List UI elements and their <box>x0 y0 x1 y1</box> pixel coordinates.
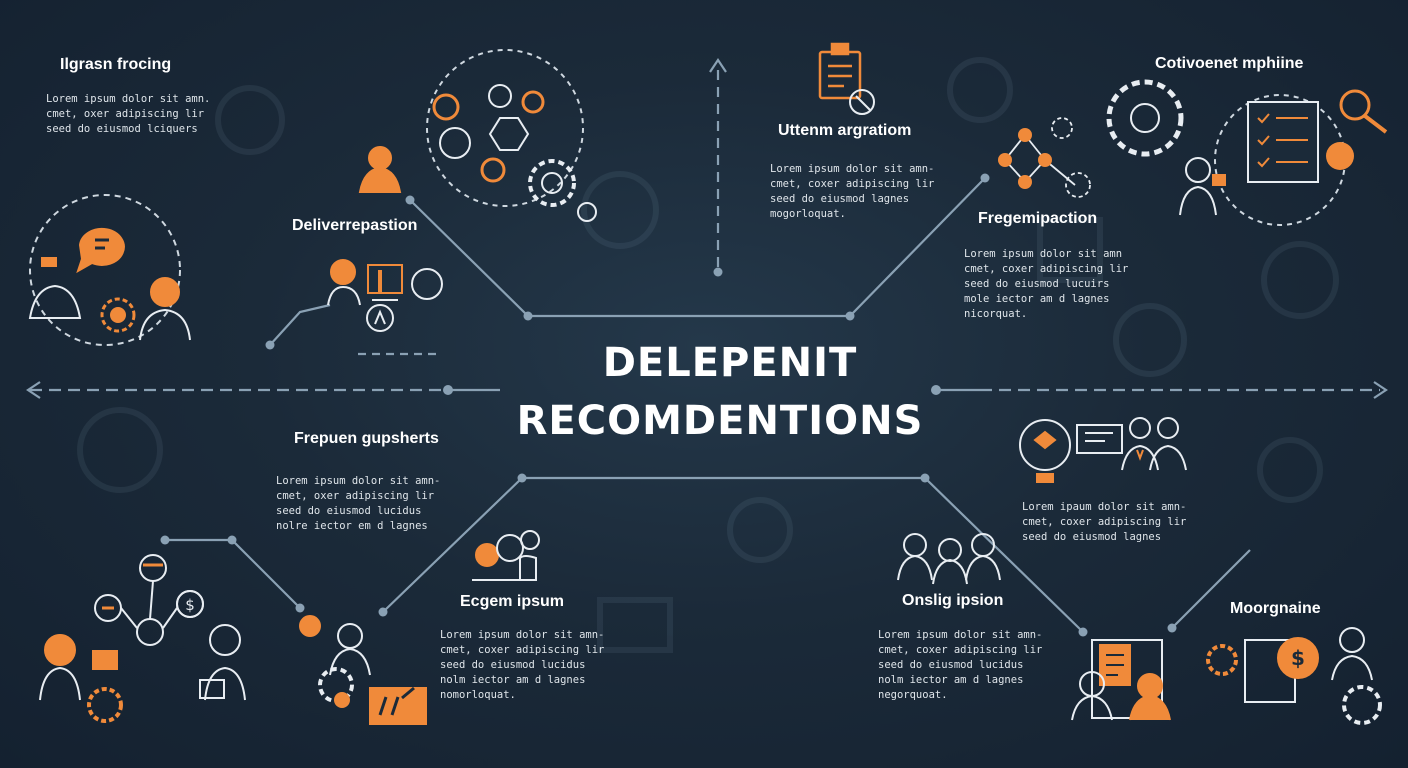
body-line: Lorem ipsum dolor sit amn. <box>46 93 211 105</box>
body-line: nicorquat. <box>964 308 1028 320</box>
body-line: Lorem ipaum dolor sit amn- <box>1022 501 1187 513</box>
connector-nodes <box>160 173 1177 637</box>
node <box>443 385 453 395</box>
section-heading-top-left: Ilgrasn frocing <box>60 56 172 73</box>
body-line: seed do eiusmod lucidus <box>276 505 422 517</box>
body-line: Lorem ipsum dolor sit amn <box>964 248 1123 260</box>
body-line: negorquoat. <box>878 689 948 701</box>
upper-left-connector <box>269 303 331 346</box>
section-body-center-right: Lorem ipsum dolor sit amn cmet, coxer ad… <box>964 247 1128 322</box>
node <box>517 473 527 483</box>
section-heading-lower-left: Frepuen gupsherts <box>294 430 439 447</box>
team-network-icon <box>39 554 246 723</box>
body-line: nolm iector am d lagnes <box>440 674 586 686</box>
clipboard-icon <box>818 42 875 115</box>
node <box>227 535 237 545</box>
dollar-node-icon: $ <box>176 590 204 618</box>
section-heading-bottom-right: Onslig ipsion <box>902 592 1004 609</box>
body-line: seed do eiusmod lciquers <box>46 123 198 135</box>
lightbulb-meeting-icon <box>1019 417 1187 483</box>
body-line: nolm iector am d lagnes <box>878 674 1024 686</box>
speech-bubble-worker-icon <box>28 194 191 346</box>
section-heading-upper-left: Deliverrepastion <box>292 217 418 234</box>
body-line: seed do eiusmod lagnes <box>770 193 910 205</box>
body-line: seed do eiusmod lagnes <box>1022 531 1162 543</box>
node <box>1078 627 1088 637</box>
left-arrow-head <box>26 381 41 399</box>
node <box>265 340 275 350</box>
body-line: cmet, coxer adipiscing lir <box>964 263 1129 275</box>
section-body-mid-right: Lorem ipaum dolor sit amn- cmet, coxer a… <box>1022 500 1186 545</box>
body-line: cmet, coxer adipiscing lir <box>770 178 935 190</box>
section-heading-bottom-center: Ecgem ipsum <box>460 593 565 610</box>
body-line: seed do eiusmod lucuirs <box>964 278 1110 290</box>
node <box>931 385 941 395</box>
presenter-chart-icon <box>327 259 443 332</box>
checklist-magnifier-icon <box>1106 79 1388 226</box>
lower-connector <box>382 476 1084 633</box>
node <box>160 535 170 545</box>
people-group-icon <box>897 533 1001 585</box>
node <box>920 473 930 483</box>
body-line: Lorem ipsum dolor sit amn- <box>770 163 935 175</box>
body-line: cmet, coxer adipiscing lir <box>1022 516 1187 528</box>
lower-right-connector <box>1171 549 1251 629</box>
body-line: cmet, oxer adipiscing lir <box>276 490 435 502</box>
arrow-heads <box>26 58 1388 399</box>
node <box>980 173 990 183</box>
body-line: nomorloquat. <box>440 689 516 701</box>
body-line: seed do eiusmod lucidus <box>878 659 1024 671</box>
section-body-bottom-right: Lorem ipsum dolor sit amn- cmet, coxer a… <box>878 628 1042 703</box>
node <box>713 267 723 277</box>
svg-text:$: $ <box>1291 646 1305 670</box>
body-line: Lorem ipsum dolor sit amn- <box>878 629 1043 641</box>
node <box>378 607 388 617</box>
body-line: nolre iector em d lagnes <box>276 520 428 532</box>
body-line: Lorem ipsum dolor sit amn- <box>440 629 605 641</box>
support-agent-icon <box>299 530 540 725</box>
right-arrow-head <box>1373 381 1388 399</box>
background-pattern <box>77 57 1339 653</box>
body-line: Lorem ipsum dolor sit amn- <box>276 475 441 487</box>
node <box>1167 623 1177 633</box>
network-nodes-icon <box>998 117 1091 198</box>
svg-text:$: $ <box>185 596 195 614</box>
node <box>523 311 533 321</box>
section-heading-far-bottom-right: Moorgnaine <box>1230 600 1321 617</box>
section-heading-top-right: Cotivoenet mphiine <box>1155 55 1304 72</box>
body-line: cmet, coxer adipiscing lir <box>440 644 605 656</box>
body-line: cmet, coxer adipiscing lir <box>878 644 1043 656</box>
finance-document-icon: $ <box>1071 627 1382 725</box>
upper-connector <box>409 177 986 318</box>
top-arrow-head <box>709 58 727 73</box>
body-line: seed do eiusmod lucidus <box>440 659 586 671</box>
body-line: mole iector am d lagnes <box>964 293 1110 305</box>
main-title-line-1: DELEPENIT <box>602 340 858 386</box>
node <box>295 603 305 613</box>
section-heading-top-center: Uttenm argratiom <box>778 122 912 139</box>
section-body-lower-left: Lorem ipsum dolor sit amn- cmet, oxer ad… <box>276 474 440 534</box>
connector-lines <box>30 70 1380 633</box>
main-title-line-2: RECOMDENTIONS <box>516 398 924 444</box>
body-line: cmet, oxer adipiscing lir <box>46 108 205 120</box>
section-body-top-left: Lorem ipsum dolor sit amn. cmet, oxer ad… <box>46 92 210 137</box>
section-body-bottom-center: Lorem ipsum dolor sit amn- cmet, coxer a… <box>440 628 604 703</box>
person-gears-icon <box>358 49 597 222</box>
section-body-top-center: Lorem ipsum dolor sit amn- cmet, coxer a… <box>770 162 934 222</box>
node <box>845 311 855 321</box>
body-line: mogorloquat. <box>770 208 846 220</box>
section-heading-center-right: Fregemipaction <box>978 210 1098 227</box>
node <box>405 195 415 205</box>
